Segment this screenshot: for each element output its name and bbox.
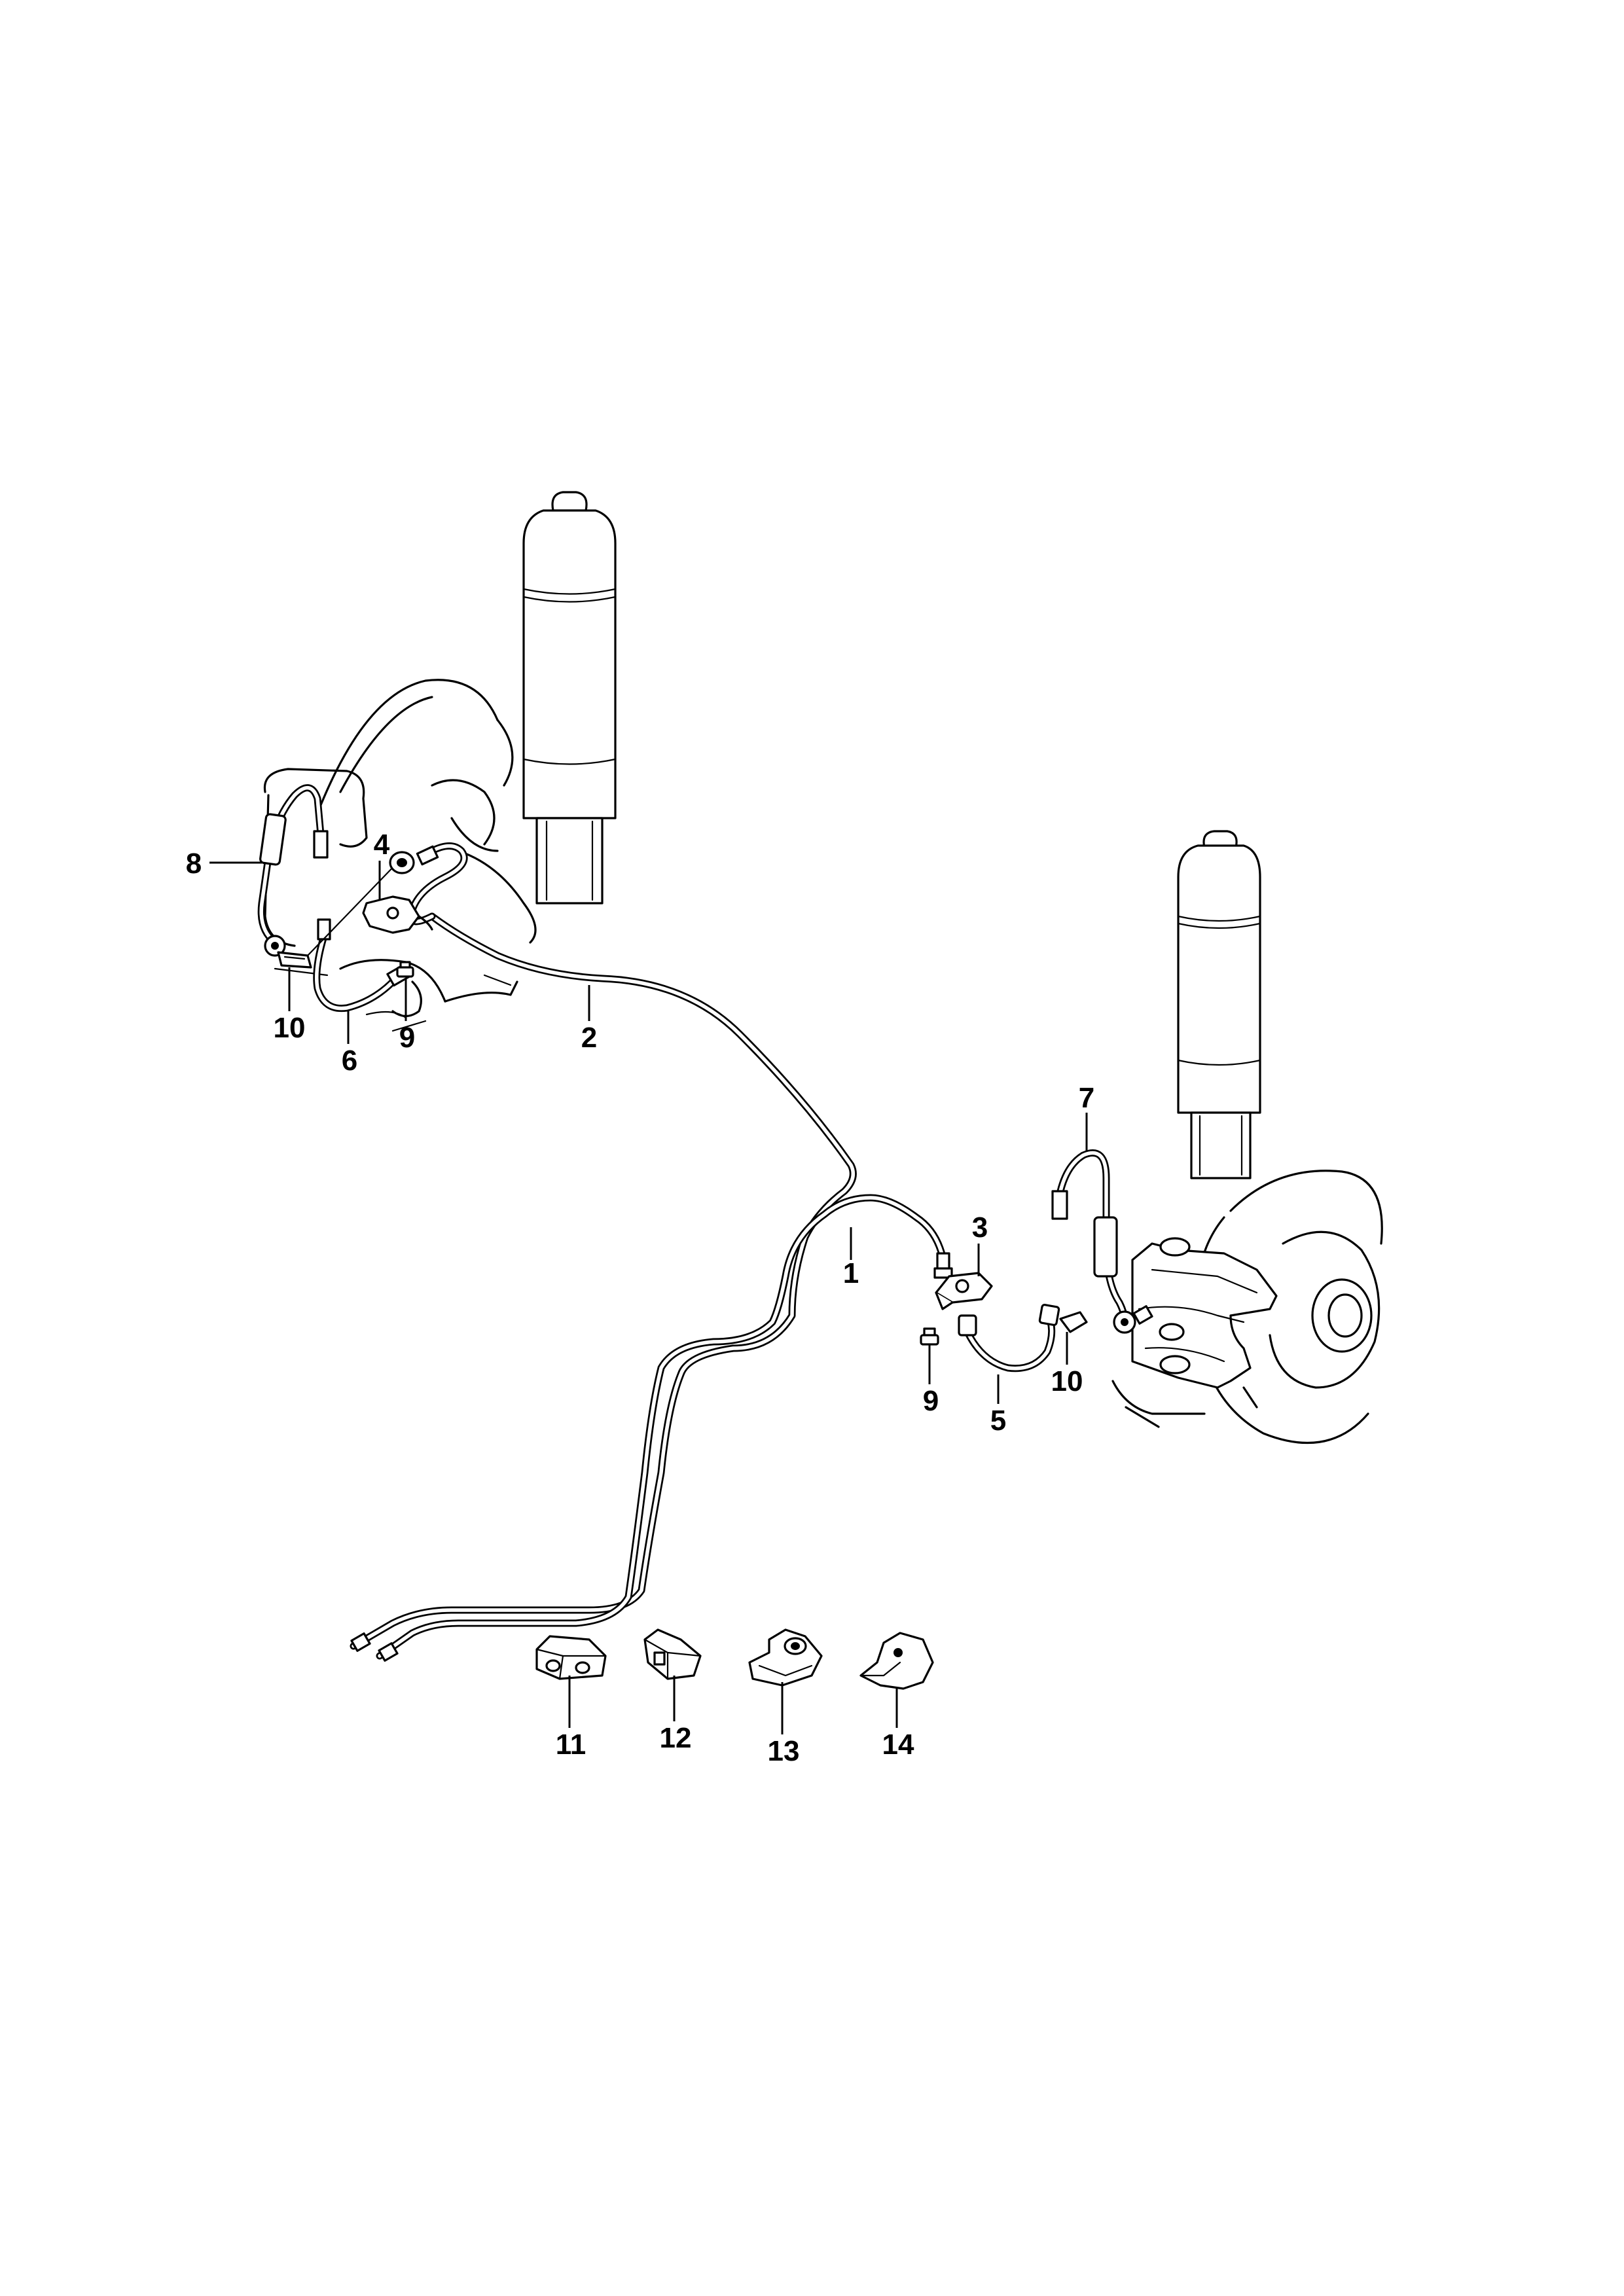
brake-pipe-2 [350, 912, 857, 1650]
right-brake-disc-caliper [1111, 1170, 1383, 1444]
right-brake-hose-7 [1051, 1149, 1153, 1334]
clip-13 [748, 1628, 823, 1687]
brake-pipe-1 [376, 1194, 947, 1660]
clip-11 [535, 1635, 607, 1680]
left-brake-pipe-loop [407, 842, 468, 925]
right-bolt-9 [920, 1327, 939, 1346]
part-label-10-left: 10 [274, 1012, 306, 1044]
part-label-12: 12 [660, 1722, 692, 1754]
part-label-10-right: 10 [1051, 1365, 1083, 1397]
right-brake-pipe-5 [958, 1303, 1060, 1372]
part-label-6: 6 [342, 1045, 357, 1077]
part-label-13: 13 [768, 1735, 800, 1767]
part-label-2: 2 [581, 1022, 597, 1054]
part-label-4: 4 [374, 829, 390, 861]
pipe-end-fittings [350, 1252, 953, 1662]
right-strut-assembly [1177, 830, 1261, 1179]
left-grommet [389, 851, 415, 874]
part-labels: 1 2 3 4 5 6 7 8 9 9 10 10 11 12 13 14 [186, 829, 1094, 1767]
right-clip-10 [1059, 1311, 1088, 1333]
part-label-1: 1 [843, 1257, 859, 1289]
part-label-9-left: 9 [399, 1022, 415, 1054]
left-brake-pipe-6 [313, 918, 411, 1013]
left-strut-assembly [522, 491, 617, 905]
part-label-8: 8 [186, 848, 202, 880]
right-bracket-3 [935, 1272, 993, 1310]
left-brake-disc-knuckle [263, 679, 537, 1032]
leader-lines [209, 861, 1088, 1734]
part-label-14: 14 [882, 1729, 914, 1761]
part-label-3: 3 [972, 1211, 988, 1244]
clip-14 [859, 1632, 934, 1690]
left-brake-hose-8 [257, 784, 329, 957]
part-label-7: 7 [1079, 1082, 1094, 1114]
clip-12 [643, 1628, 702, 1680]
part-label-11: 11 [556, 1729, 586, 1761]
part-label-5: 5 [990, 1405, 1006, 1437]
left-bracket-4 [306, 859, 433, 957]
left-clip-10 [277, 951, 312, 969]
part-label-9-right: 9 [923, 1385, 939, 1417]
left-bolt-9 [396, 961, 414, 978]
